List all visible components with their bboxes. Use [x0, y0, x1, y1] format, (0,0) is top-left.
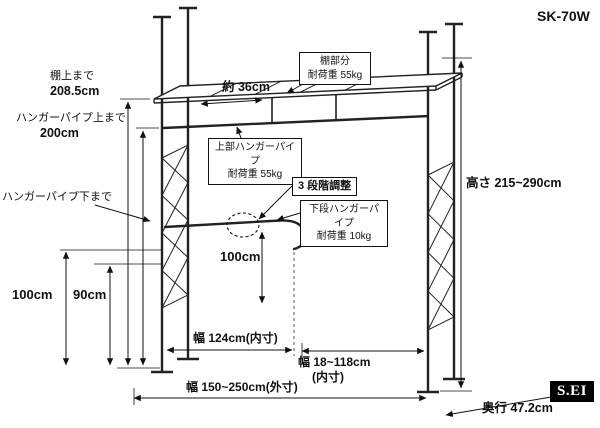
- hanging-height-value: 100cm: [220, 249, 261, 264]
- right-side-panel: [427, 161, 455, 331]
- shelf-top-dimension-label: 棚上まで 208.5cm: [50, 70, 99, 99]
- outer-width-value: 幅 150~250cm(外寸): [186, 380, 298, 394]
- pipe-top-value: 200cm: [40, 125, 79, 140]
- shelf-depth-value: 約 36cm: [222, 80, 270, 94]
- dimension-lines: [60, 57, 558, 418]
- pipe-top-text: ハンガーパイプ上まで: [16, 112, 126, 124]
- callout-leader-arrows: [236, 83, 304, 222]
- shelf-load-line1: 棚部分: [320, 56, 350, 67]
- pipe-bottom-dimension-label: ハンガーパイプ下まで: [2, 191, 112, 203]
- model-code: SK-70W: [537, 8, 590, 24]
- pipe-top-dimension-label: ハンガーパイプ上まで 200cm: [16, 112, 126, 141]
- inner-width-right-value: 幅 18~118cm (内寸): [298, 355, 370, 385]
- adjustment-highlight-circle: [226, 212, 260, 238]
- brand-logo: S.EI: [550, 381, 594, 402]
- upper-pipe-load-line2: 耐荷重 55kg: [227, 169, 283, 180]
- upper-hanger-pipe: [162, 94, 430, 130]
- inner-width-right-line2: (内寸): [312, 370, 344, 384]
- inner-width-left-value: 幅 124cm(内寸): [193, 331, 278, 345]
- shelf-load-line2: 耐荷重 55kg: [307, 69, 363, 81]
- depth-value: 奥行 47.2cm: [482, 401, 553, 415]
- upper-pipe-load-line1: 上部ハンガーパイプ: [215, 142, 295, 167]
- lower-pipe-load-line1: 下段ハンガーパイプ: [309, 204, 379, 229]
- floor-to-pipe-outer-value: 100cm: [12, 287, 53, 302]
- upper-pipe-load-callout: 上部ハンガーパイプ 耐荷重 55kg: [208, 138, 302, 185]
- shelf-top-text: 棚上まで: [50, 70, 94, 82]
- inner-width-right-line1: 幅 18~118cm: [298, 355, 371, 369]
- shelf-load-callout: 棚部分 耐荷重 55kg: [299, 52, 371, 85]
- lower-pipe-load-callout: 下段ハンガーパイプ 耐荷重 10kg: [300, 200, 388, 247]
- height-range-value: 高さ 215~290cm: [466, 176, 562, 190]
- shelf-top-value: 208.5cm: [50, 83, 100, 98]
- left-side-panel: [161, 144, 189, 309]
- adjustment-callout: 3 段階調整: [292, 177, 358, 196]
- floor-to-pipe-inner-value: 90cm: [73, 287, 107, 302]
- lower-pipe-load-line2: 耐荷重 10kg: [316, 231, 372, 242]
